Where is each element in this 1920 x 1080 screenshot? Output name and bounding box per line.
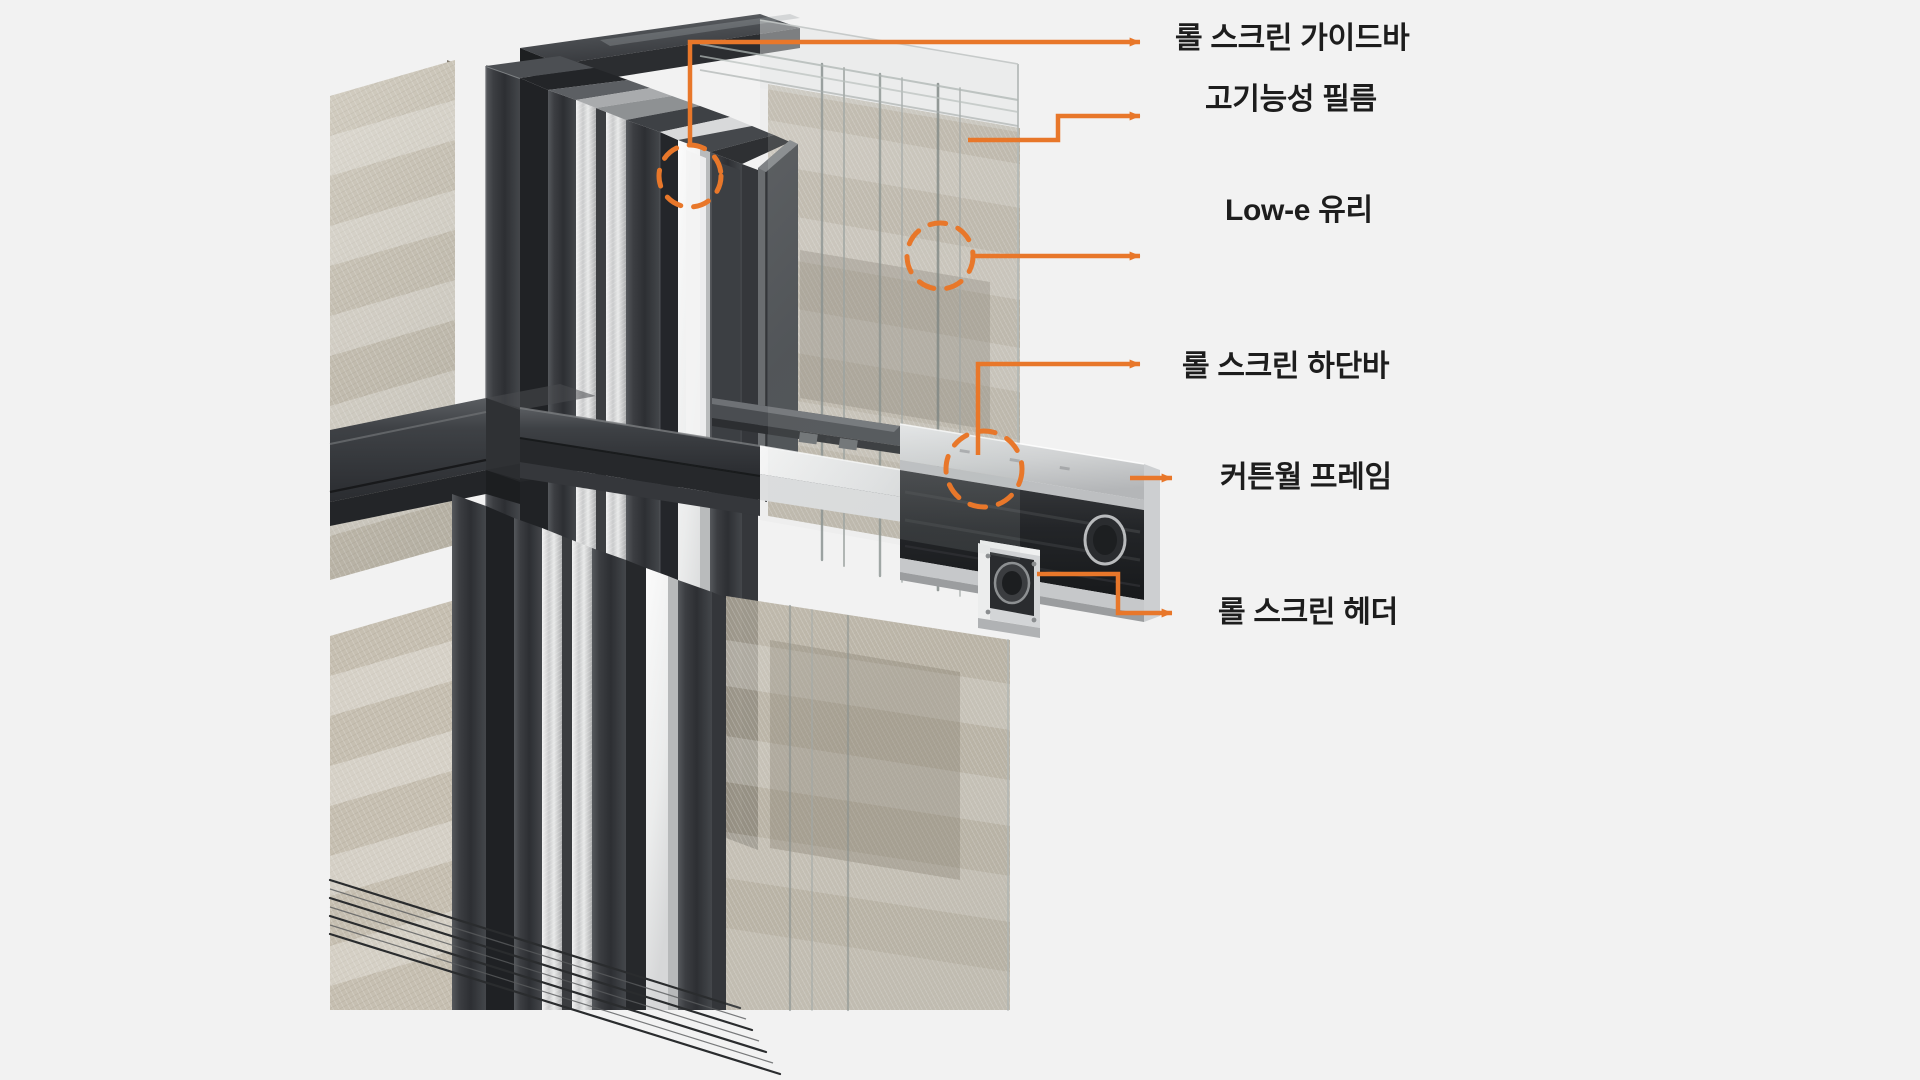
callout-label-high-performance-film: 고기능성 필름 [1205, 83, 1377, 116]
callout-leaders-layer [687, 37, 1173, 618]
callout-label-roll-screen-bottom-bar: 롤 스크린 하단바 [1182, 350, 1390, 383]
roll-screen-header-box [978, 540, 1040, 638]
transom-right-run [519, 407, 761, 516]
callout-label-low-e-glass: Low-e 유리 [1225, 194, 1373, 227]
leader-line-roll-screen-header [1037, 571, 1173, 618]
highlight-circle-curtain-wall-frame [943, 428, 1025, 510]
horizontal-transom [329, 398, 520, 526]
callout-label-roll-screen-guide-bar: 롤 스크린 가이드바 [1175, 22, 1410, 55]
vertical-mullion-lower [452, 494, 726, 1010]
bottom-glass-edge-lines-thin [329, 888, 774, 1064]
callout-label-roll-screen-header: 롤 스크린 헤더 [1218, 596, 1398, 629]
callout-label-curtain-wall-frame: 커튼월 프레임 [1220, 461, 1392, 494]
leader-line-high-performance-film [968, 111, 1141, 143]
leader-line-roll-screen-guide-bar [687, 37, 1141, 146]
mullion-top-cut [486, 56, 790, 164]
glass-top-edges [699, 43, 1019, 127]
frame-screw-boss [1083, 514, 1127, 566]
leader-line-roll-screen-bottom-bar [975, 359, 1141, 455]
bottom-glass-edge-lines [328, 878, 782, 1076]
